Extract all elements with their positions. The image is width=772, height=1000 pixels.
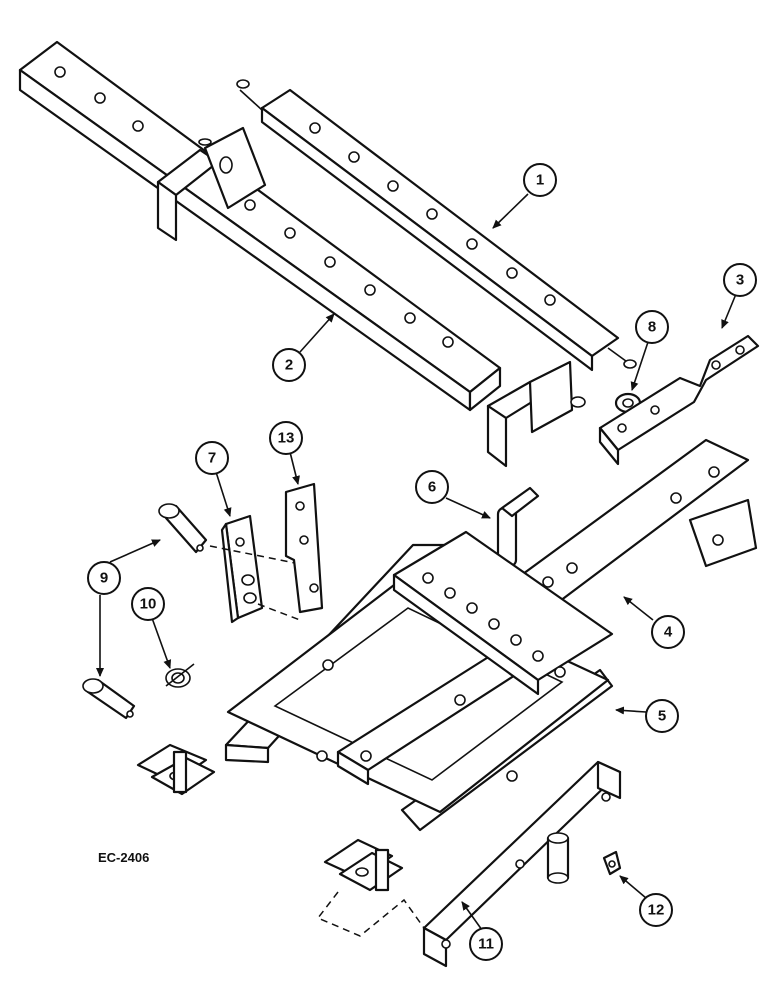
callout-11: 11 (469, 927, 503, 961)
svg-text:12: 12 (648, 902, 665, 919)
callout-8: 8 (635, 310, 669, 344)
drawing-code: EC-2406 (98, 850, 149, 865)
part-4-crossbar (510, 438, 758, 624)
svg-text:7: 7 (208, 450, 216, 467)
callout-9-lower: 9 (100, 570, 108, 587)
part-6-pin (496, 486, 540, 568)
svg-text:1: 1 (536, 172, 544, 189)
svg-text:9: 9 (100, 570, 108, 587)
left-bracket (156, 126, 267, 242)
part-9-pin-lower (82, 678, 136, 720)
leader-lines (96, 193, 737, 931)
svg-text:10: 10 (140, 596, 157, 613)
part-7-link-plate (209, 514, 301, 624)
part-10-lynch-pin (165, 663, 195, 688)
part-11-side-bar (422, 760, 622, 968)
part-13-offset-link (284, 482, 324, 614)
svg-text:13: 13 (278, 430, 295, 447)
callout-5: 5 (645, 699, 679, 733)
svg-text:2: 2 (285, 357, 293, 374)
part-2-drawbar (18, 40, 502, 412)
part-9-pin-upper (158, 503, 208, 554)
callout-4: 4 (651, 615, 685, 649)
svg-text:11: 11 (478, 936, 494, 953)
callout-3: 3 (723, 263, 757, 297)
svg-text:4: 4 (664, 624, 673, 641)
right-bracket (486, 360, 586, 468)
callout-6: 6 (415, 470, 449, 504)
lower-clevis (323, 838, 404, 892)
svg-text:6: 6 (428, 479, 436, 496)
callout-13: 13 (269, 421, 303, 455)
callout-10: 10 (131, 587, 165, 621)
left-clevis (136, 743, 216, 796)
svg-text:3: 3 (736, 272, 744, 289)
part-1-drawbar (236, 79, 637, 372)
part-3-offset-plate (598, 334, 760, 466)
svg-text:5: 5 (658, 708, 666, 725)
callout-1: 1 (523, 163, 557, 197)
part-5-frame (224, 530, 614, 832)
callout-9-upper: 9 (87, 561, 121, 595)
svg-text:8: 8 (648, 319, 656, 336)
assembly-guide (316, 891, 425, 937)
callout-2: 2 (272, 348, 306, 382)
part-12-clip (602, 850, 622, 876)
callout-7: 7 (195, 441, 229, 475)
callout-12: 12 (639, 893, 673, 927)
